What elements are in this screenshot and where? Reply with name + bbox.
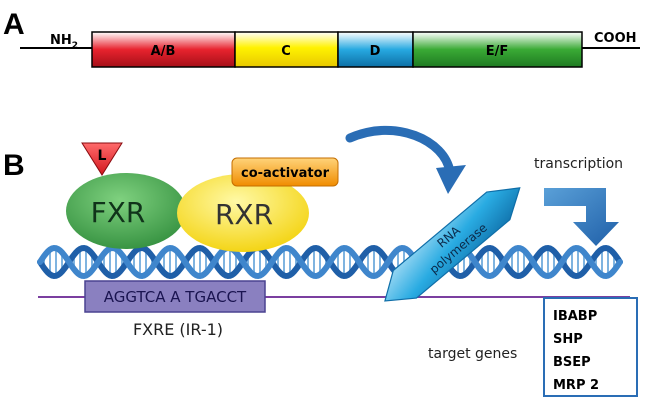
rna-polymerase-shape bbox=[384, 187, 521, 302]
ligand-label: L bbox=[98, 148, 107, 164]
fxre-box bbox=[84, 280, 266, 313]
rxr-label: RXR bbox=[215, 198, 273, 231]
transcription-label: transcription bbox=[534, 156, 623, 172]
domain-ab-label: A/B bbox=[151, 44, 176, 59]
domain-d bbox=[337, 31, 414, 68]
transcription-arrow bbox=[544, 188, 619, 246]
target-genes-label: target genes bbox=[428, 346, 517, 362]
recruitment-arrowhead bbox=[436, 165, 466, 194]
domain-c-label: C bbox=[281, 44, 291, 59]
fxre-label: FXRE (IR-1) bbox=[133, 320, 223, 339]
domain-ef-label: E/F bbox=[486, 44, 509, 59]
n-terminus-label: NH2 bbox=[50, 33, 78, 51]
coactivator-box bbox=[231, 157, 339, 187]
domain-d-label: D bbox=[370, 44, 381, 59]
dna-helix bbox=[37, 244, 623, 280]
panel-a-letter: A bbox=[3, 8, 25, 41]
c-terminus-label: COOH bbox=[594, 31, 637, 46]
recruitment-arrow bbox=[345, 125, 455, 177]
fxre-sequence: AGGTCA A TGACCT bbox=[104, 288, 247, 306]
fxr-label: FXR bbox=[91, 196, 146, 229]
target-gene-item: MRP 2 bbox=[553, 378, 599, 393]
dna-strand-2 bbox=[37, 244, 623, 280]
domain-ab bbox=[91, 31, 236, 68]
target-gene-item: IBABP bbox=[553, 309, 597, 324]
panel-b-letter: B bbox=[3, 149, 25, 182]
domain-c bbox=[234, 31, 339, 68]
coactivator-label: co-activator bbox=[241, 166, 330, 181]
rna-polymerase: RNA polymerase bbox=[384, 187, 521, 302]
target-gene-item: SHP bbox=[553, 332, 583, 347]
target-genes-box bbox=[543, 297, 638, 397]
domain-bar: A/B C D E/F bbox=[91, 31, 583, 68]
fxr-ellipse bbox=[66, 173, 186, 249]
ligand-triangle bbox=[81, 142, 123, 176]
target-gene-item: BSEP bbox=[553, 355, 591, 370]
rxr-ellipse bbox=[177, 174, 309, 252]
domain-ef bbox=[412, 31, 583, 68]
